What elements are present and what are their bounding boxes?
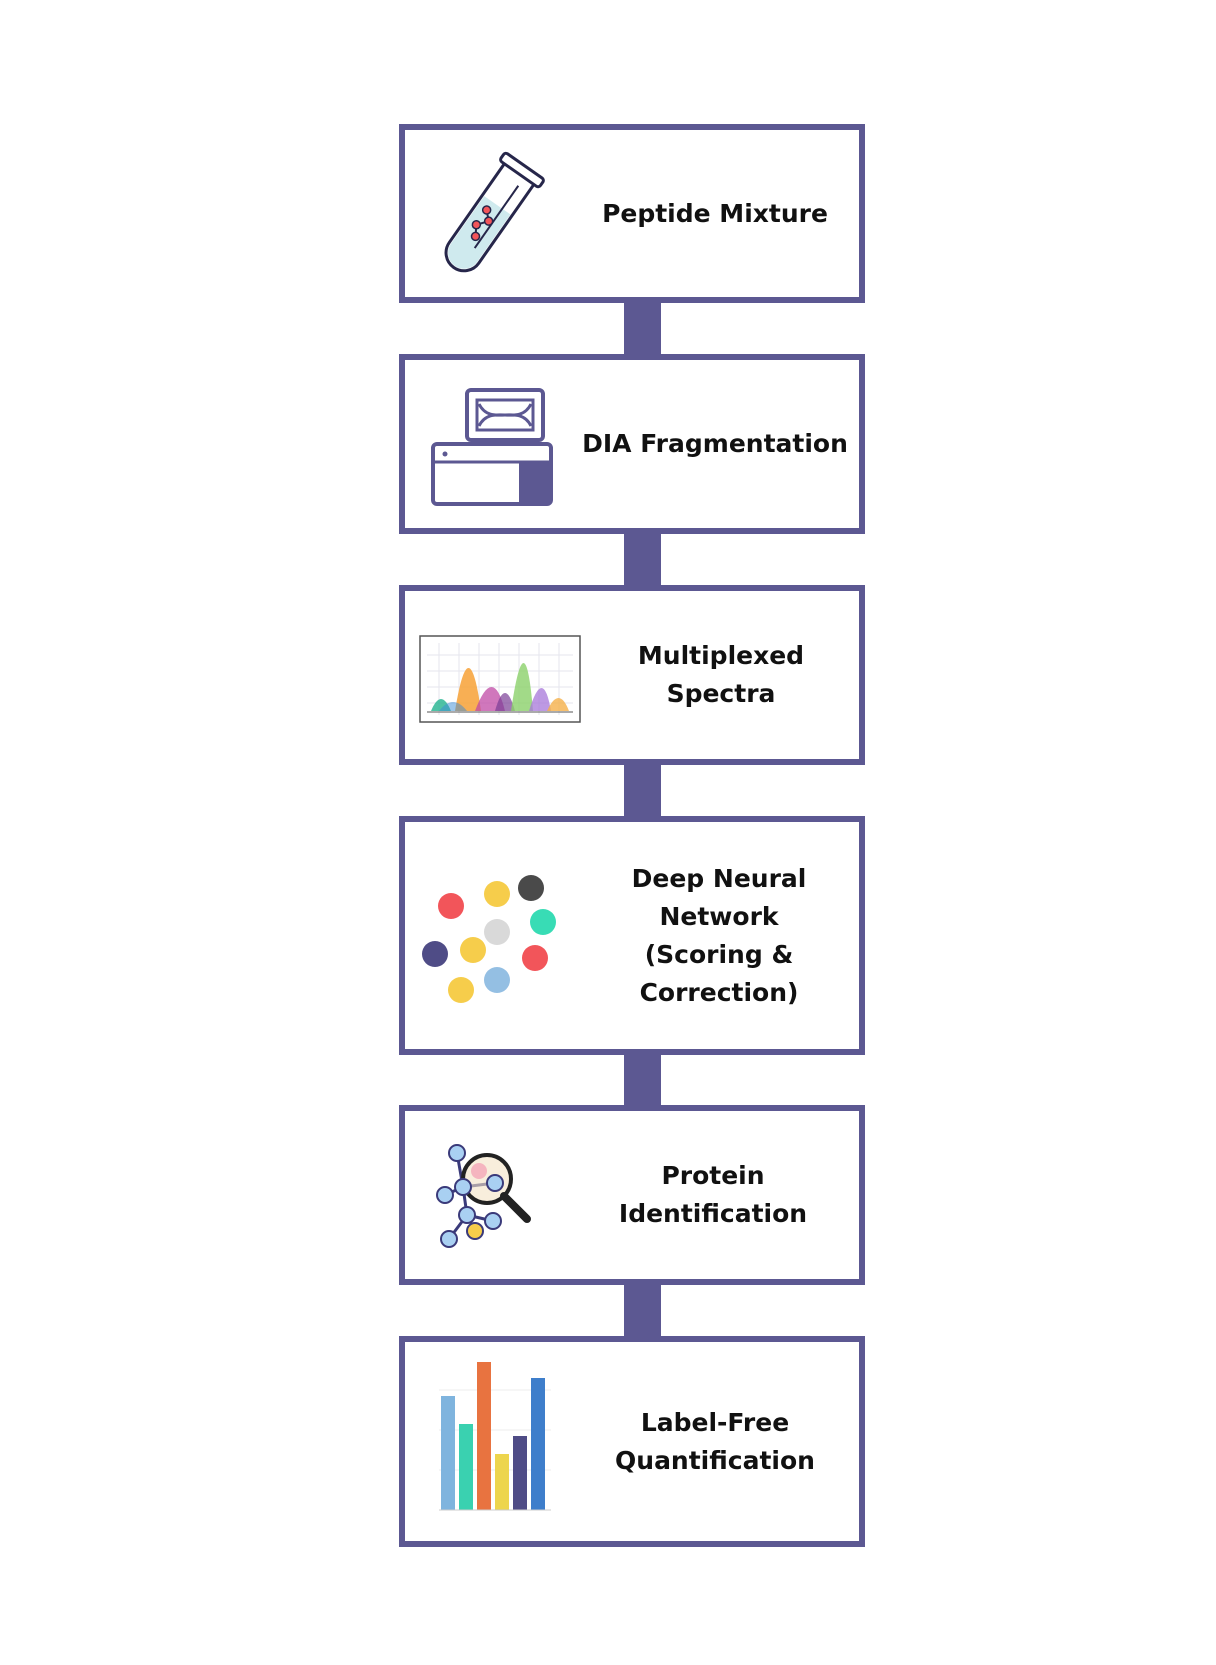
step-deep-neural-network: Deep Neural Network (Scoring & Correctio… xyxy=(399,816,865,1055)
step-label: DIA Fragmentation xyxy=(582,429,848,458)
connector-3 xyxy=(624,763,661,820)
step-peptide-mixture: Peptide Mixture xyxy=(399,124,865,303)
step-label: Multiplexed Spectra xyxy=(637,641,805,708)
step-label: Label-Free Quantification xyxy=(615,1407,815,1475)
spectra-chart-icon xyxy=(419,635,581,723)
connector-2 xyxy=(624,532,661,589)
step-label: Protein Identification xyxy=(618,1161,808,1228)
bar-chart-icon xyxy=(439,1362,551,1511)
protein-magnifier-icon xyxy=(436,1144,531,1248)
neural-network-dots-icon xyxy=(422,875,556,1003)
step-protein-identification: Protein Identification xyxy=(399,1105,865,1285)
test-tube-icon xyxy=(444,151,545,273)
connector-4 xyxy=(624,1053,661,1110)
step-dia-fragmentation: DIA Fragmentation xyxy=(399,354,865,534)
step-label-free-quantification: Label-Free Quantification xyxy=(399,1336,865,1547)
mass-spectrometer-icon xyxy=(431,388,553,506)
step-label: Deep Neural Network (Scoring & Correctio… xyxy=(631,863,807,1007)
connector-1 xyxy=(624,301,661,358)
step-label: Peptide Mixture xyxy=(602,198,828,228)
step-multiplexed-spectra: Multiplexed Spectra xyxy=(399,585,865,765)
connector-5 xyxy=(624,1284,661,1341)
